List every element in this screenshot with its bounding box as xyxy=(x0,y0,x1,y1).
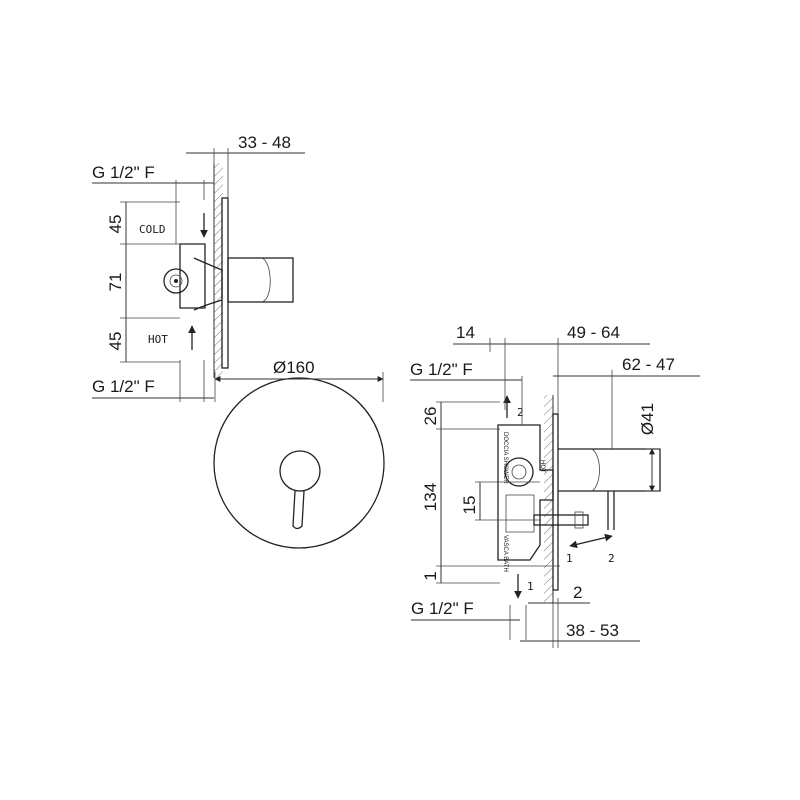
inlet-inner xyxy=(169,274,183,288)
cold-label: COLD xyxy=(139,223,166,236)
handle-right xyxy=(558,448,661,492)
dim-45-bottom: 45 xyxy=(106,332,125,351)
valve-neck xyxy=(193,257,223,311)
handle xyxy=(227,257,294,303)
arrow-down-num: 1 xyxy=(527,580,534,593)
front-view: Ø160 xyxy=(213,358,385,549)
handle-right-curve xyxy=(591,448,600,492)
wall-hatch xyxy=(214,163,223,378)
handle-knob xyxy=(279,450,321,492)
wall-hatch-right xyxy=(544,395,553,603)
outlet-depth-label: 62 - 47 xyxy=(622,355,675,374)
side-view: COLD HOT 45 71 45 G 1/2" F G 1/2" F 33 -… xyxy=(92,133,305,402)
diverter-chamber xyxy=(505,494,535,533)
dim-2: 2 xyxy=(573,583,582,602)
inlet-dot xyxy=(174,279,178,283)
inlet-top-label: G 1/2" F xyxy=(92,163,155,182)
diverter-view: DOCCIA SHOWER VASCA BATH HOT 2 1 1 2 14 … xyxy=(410,323,700,648)
diverter-rod xyxy=(533,514,589,526)
dim-1: 1 xyxy=(421,571,440,580)
lever-left-num: 1 xyxy=(566,552,573,565)
hot-label: HOT xyxy=(148,333,168,346)
inlet-label-right: G 1/2" F xyxy=(410,360,473,379)
lever-right-num: 2 xyxy=(608,552,615,565)
depth-range-label: 33 - 48 xyxy=(238,133,291,152)
valve-body-right xyxy=(497,424,554,561)
inlet-bottom-label: G 1/2" F xyxy=(92,377,155,396)
diameter-label: Ø160 xyxy=(273,358,315,377)
dim-45-top: 45 xyxy=(106,215,125,234)
handle-curve xyxy=(261,257,271,303)
cover-plate-front xyxy=(213,377,385,549)
dim-14: 14 xyxy=(456,323,475,342)
bath-label: VASCA BATH xyxy=(502,535,508,572)
diverter-knob xyxy=(574,511,584,529)
dim-71: 71 xyxy=(106,273,125,292)
hot-mark: HOT xyxy=(539,460,545,473)
depth-range-right: 49 - 64 xyxy=(567,323,620,342)
dim-134: 134 xyxy=(421,483,440,511)
dim-26: 26 xyxy=(421,407,440,426)
lever-double-arrow-icon xyxy=(569,533,613,549)
dim-15: 15 xyxy=(460,496,479,515)
outlet-bottom-label: G 1/2" F xyxy=(411,599,474,618)
shower-label: DOCCIA SHOWER xyxy=(502,432,508,484)
lever xyxy=(292,490,305,530)
inlet-circle xyxy=(163,268,189,294)
dia41-label: Ø41 xyxy=(638,403,657,435)
cover-plate-right xyxy=(552,413,559,591)
body-circle-inner xyxy=(511,464,527,480)
arrow-up-num: 2 xyxy=(517,406,524,419)
valve-body xyxy=(179,243,206,309)
body-circle xyxy=(504,457,534,487)
depth-bottom-label: 38 - 53 xyxy=(566,621,619,640)
